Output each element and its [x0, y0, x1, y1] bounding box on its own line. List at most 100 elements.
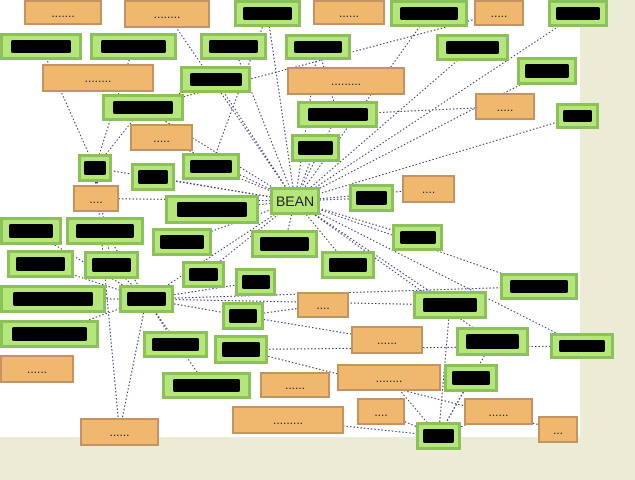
edge: [166, 13, 296, 202]
redacted-node[interactable]: [7, 250, 74, 278]
edge: [94, 167, 296, 202]
redacted-node[interactable]: [349, 184, 394, 212]
edge: [94, 167, 112, 266]
redaction-bar: [12, 327, 87, 341]
orange-node-label: ......: [338, 5, 359, 20]
redacted-node[interactable]: [0, 217, 62, 245]
edge: [146, 200, 296, 300]
orange-node[interactable]: ......: [260, 372, 330, 398]
redaction-bar: [510, 279, 568, 293]
redaction-bar: [126, 292, 167, 306]
redacted-node[interactable]: [436, 34, 509, 61]
hub-node-bean[interactable]: BEAN: [270, 187, 320, 215]
orange-node-label: ........: [375, 370, 403, 385]
redacted-node[interactable]: [119, 285, 174, 313]
redacted-node[interactable]: [550, 333, 614, 359]
orange-node-label: ......: [488, 404, 509, 419]
orange-node[interactable]: ......: [351, 326, 423, 354]
orange-node[interactable]: ....: [73, 185, 119, 212]
orange-node[interactable]: .........: [232, 406, 344, 434]
redacted-node[interactable]: [500, 273, 578, 300]
redaction-bar: [556, 6, 600, 20]
redaction-bar: [101, 39, 166, 53]
redacted-node[interactable]: [0, 33, 82, 60]
redacted-node[interactable]: [291, 134, 340, 162]
orange-node[interactable]: .......: [24, 0, 102, 25]
redacted-node[interactable]: [235, 268, 276, 296]
redaction-bar: [294, 40, 342, 54]
redacted-node[interactable]: [444, 364, 498, 392]
redacted-node[interactable]: [234, 0, 301, 27]
redaction-bar: [8, 224, 54, 238]
redacted-node[interactable]: [0, 320, 99, 348]
redacted-node[interactable]: [556, 103, 599, 129]
orange-node[interactable]: ....: [402, 175, 455, 203]
redacted-node[interactable]: [214, 335, 268, 364]
redacted-node[interactable]: [90, 33, 177, 60]
orange-node[interactable]: ...: [538, 416, 578, 443]
edge: [267, 13, 296, 202]
orange-node[interactable]: ....: [357, 398, 405, 425]
redacted-node[interactable]: [152, 228, 212, 256]
edge: [438, 304, 451, 437]
redaction-bar: [228, 309, 258, 323]
redacted-node[interactable]: [84, 251, 139, 279]
edge: [152, 176, 296, 202]
redacted-node[interactable]: [413, 291, 487, 319]
orange-node-label: ......: [376, 333, 397, 347]
orange-node[interactable]: .....: [130, 124, 193, 151]
redacted-node[interactable]: [456, 327, 529, 356]
redaction-bar: [445, 40, 500, 54]
orange-node[interactable]: ....: [297, 292, 349, 318]
redacted-node[interactable]: [416, 422, 461, 450]
redacted-node[interactable]: [517, 57, 577, 85]
redacted-node[interactable]: [222, 302, 264, 330]
orange-node[interactable]: ......: [313, 0, 385, 25]
edge: [294, 200, 540, 287]
edge: [438, 341, 493, 437]
redacted-node[interactable]: [321, 251, 375, 279]
orange-node-label: ...: [552, 422, 563, 437]
redacted-node[interactable]: [78, 154, 112, 182]
redacted-node[interactable]: [251, 230, 318, 258]
orange-node-label: ........: [84, 71, 112, 85]
redacted-node[interactable]: [180, 66, 251, 93]
redacted-node[interactable]: [165, 195, 259, 224]
hub-node-label: BEAN: [275, 193, 315, 209]
orange-node[interactable]: ........: [124, 0, 210, 28]
redacted-node[interactable]: [548, 0, 608, 27]
redaction-bar: [173, 378, 240, 392]
redacted-node[interactable]: [200, 33, 267, 60]
redaction-bar: [176, 202, 248, 217]
orange-node[interactable]: ......: [464, 398, 533, 425]
redaction-bar: [298, 141, 333, 155]
orange-node-label: .....: [490, 6, 508, 20]
redacted-node[interactable]: [182, 261, 225, 288]
edge: [294, 13, 579, 202]
redacted-node[interactable]: [143, 331, 208, 358]
orange-node-label: ....: [374, 404, 388, 419]
redaction-bar: [243, 6, 292, 20]
orange-node[interactable]: ......: [80, 418, 159, 446]
orange-node[interactable]: ......: [0, 355, 74, 383]
orange-node[interactable]: .........: [287, 67, 405, 95]
redacted-node[interactable]: [66, 217, 144, 245]
orange-node[interactable]: .....: [474, 0, 524, 26]
redacted-node[interactable]: [162, 372, 251, 399]
orange-node[interactable]: ........: [42, 64, 154, 92]
redaction-bar: [91, 258, 132, 272]
redacted-node[interactable]: [390, 0, 468, 27]
redacted-node[interactable]: [131, 163, 175, 191]
redacted-node[interactable]: [297, 101, 378, 128]
redacted-node[interactable]: [182, 153, 240, 180]
orange-node[interactable]: .....: [475, 93, 535, 120]
redacted-node[interactable]: [285, 34, 351, 60]
orange-node-label: .........: [272, 413, 303, 427]
edge: [119, 298, 147, 433]
redacted-node[interactable]: [0, 285, 106, 313]
redacted-node[interactable]: [392, 224, 443, 251]
orange-node-label: ....: [316, 298, 330, 312]
redacted-node[interactable]: [102, 94, 184, 121]
orange-node[interactable]: ........: [337, 364, 441, 391]
edge: [294, 147, 316, 202]
